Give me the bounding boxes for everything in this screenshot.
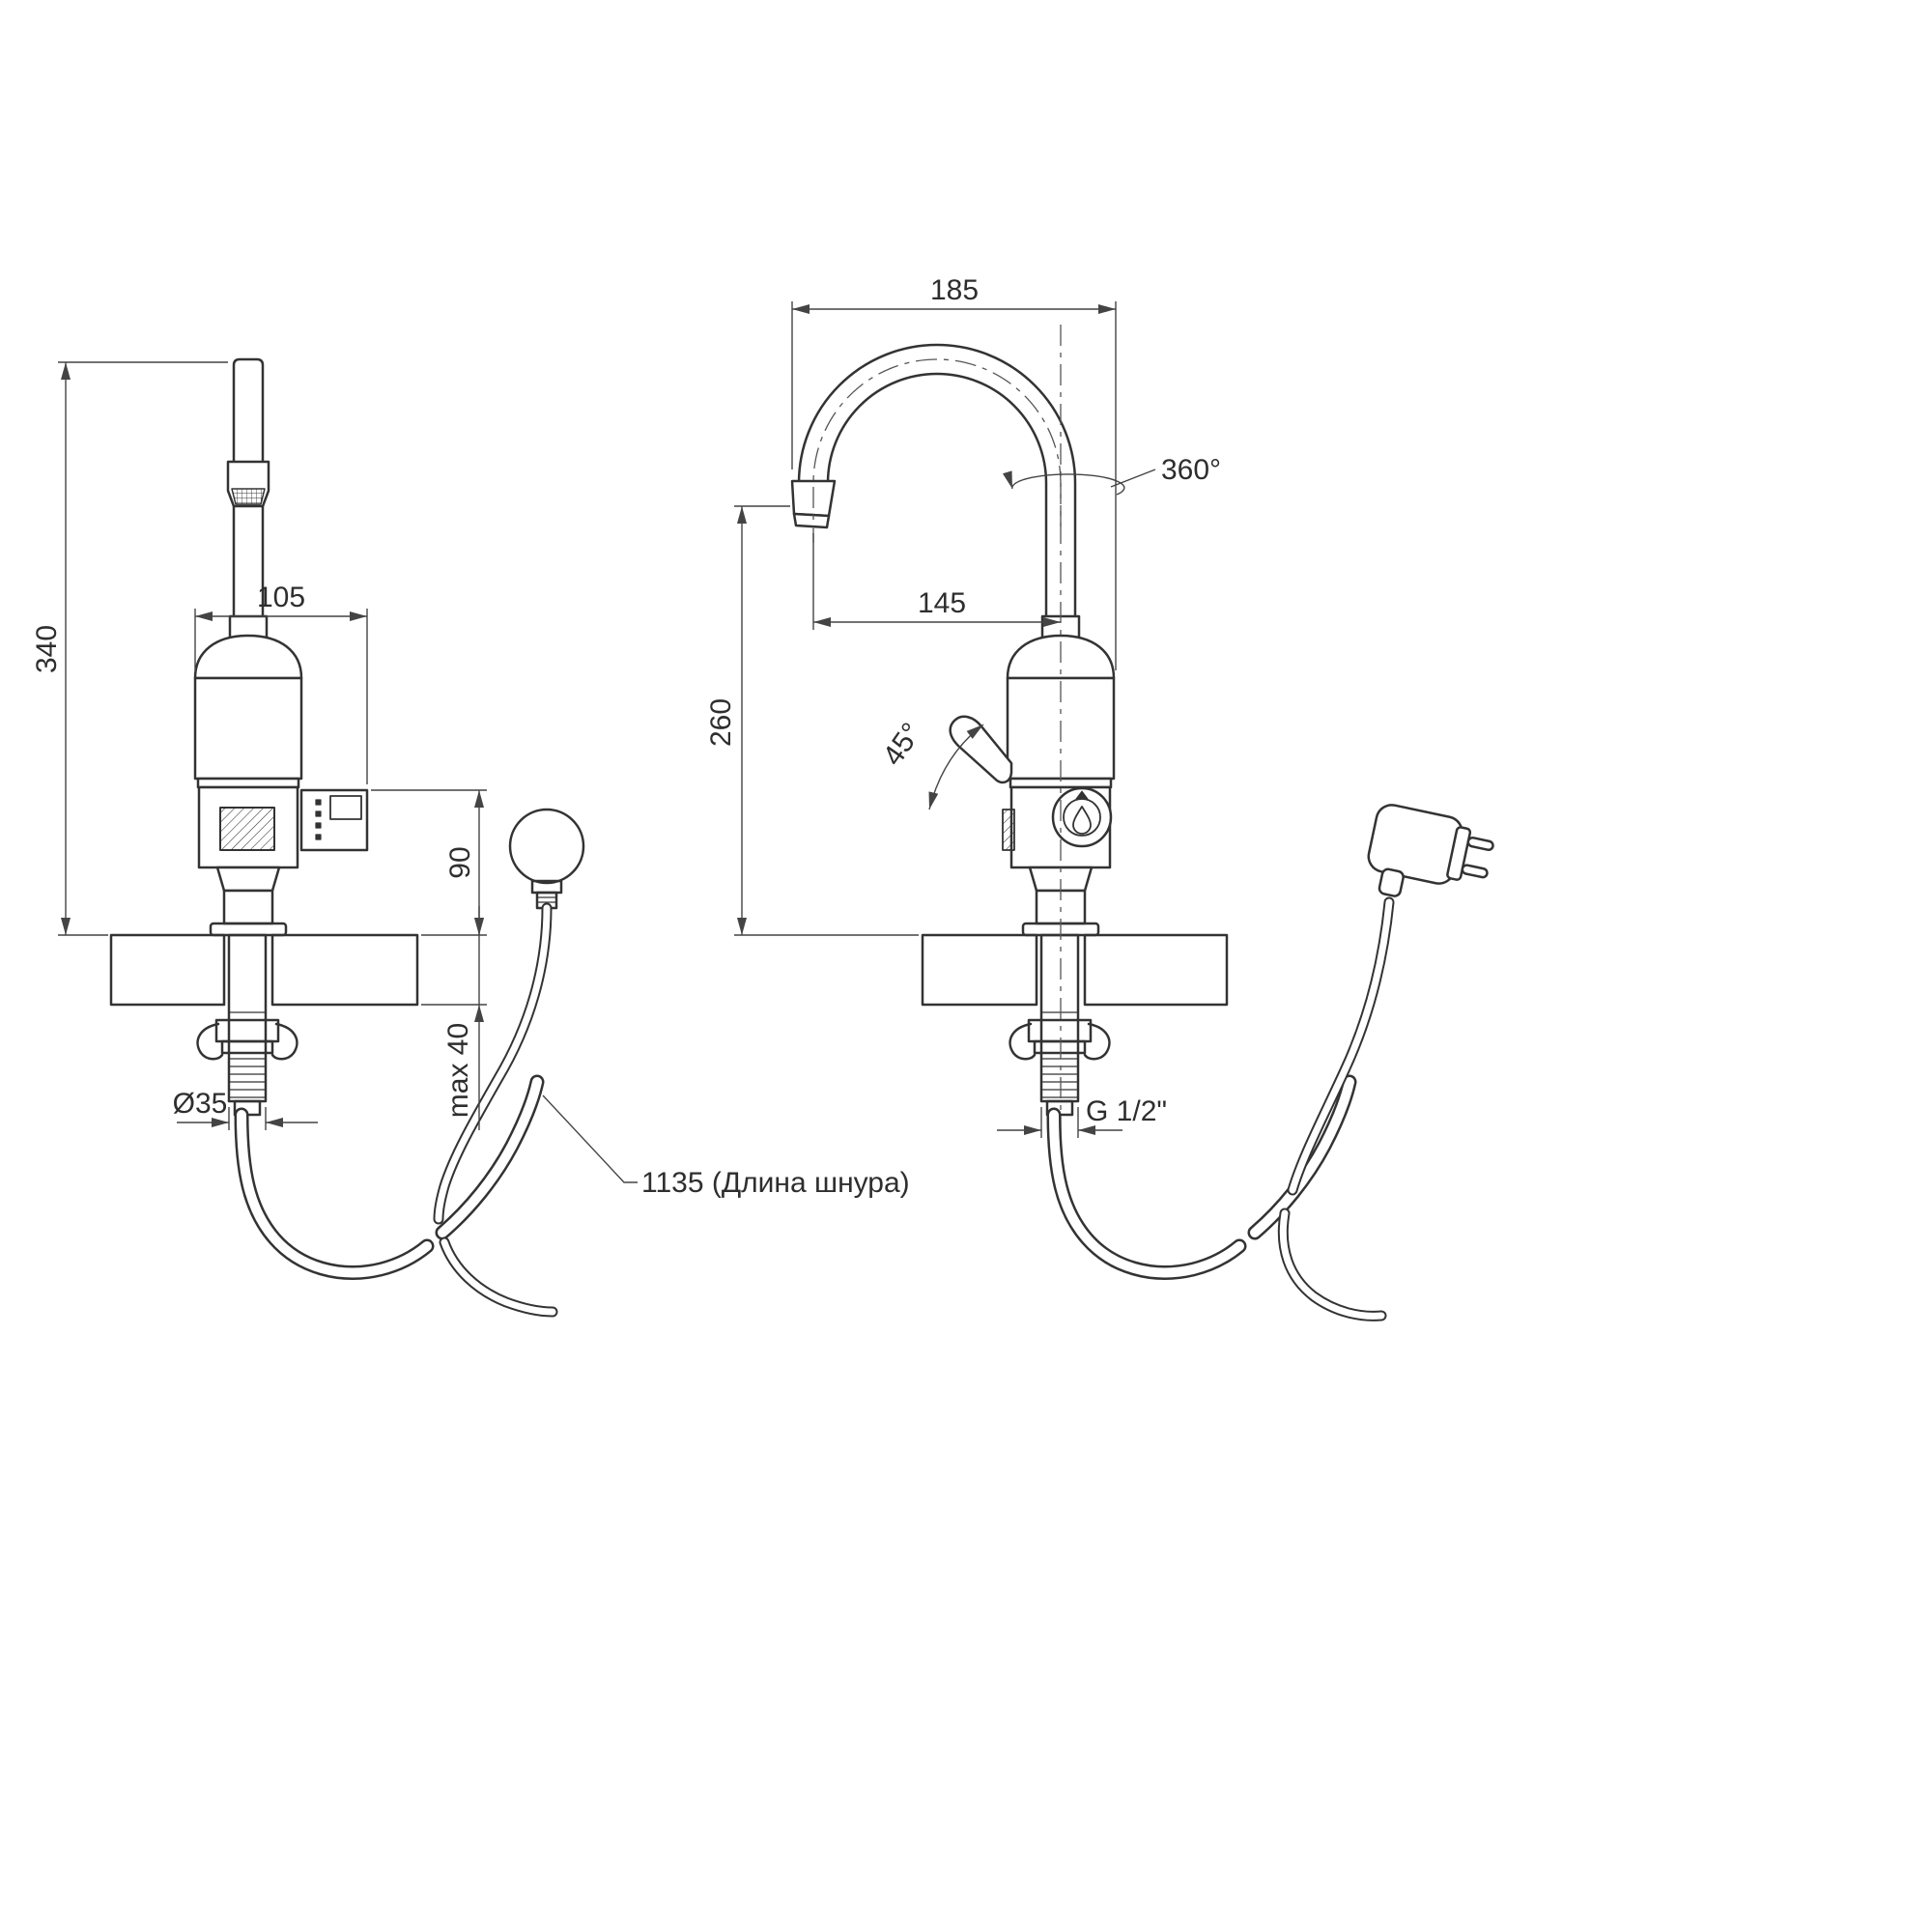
dim-label-360: 360° bbox=[1161, 454, 1221, 486]
dim-side-145: 145 bbox=[812, 533, 1061, 630]
label-cord-length: 1135 (Длина шнура) bbox=[641, 1167, 910, 1199]
dim-side-185: 185 bbox=[791, 274, 1117, 670]
front-thread-lines bbox=[229, 1011, 266, 1098]
dim-label-thread: G 1/2" bbox=[1086, 1095, 1167, 1127]
plug-pin-top bbox=[1466, 836, 1494, 852]
front-display-window bbox=[219, 807, 275, 851]
dim-label-145: 145 bbox=[918, 587, 966, 619]
front-wing-left bbox=[196, 1022, 224, 1061]
dim-side-260: 260 bbox=[705, 505, 919, 936]
plug-cable-boot bbox=[1378, 867, 1405, 897]
dim-label-105: 105 bbox=[257, 582, 305, 613]
side-wing-left bbox=[1009, 1022, 1037, 1061]
dim-front-max40: max 40 bbox=[421, 906, 487, 1130]
dim-label-45: 45° bbox=[877, 718, 928, 772]
dim-side-thread: G 1/2" bbox=[997, 1095, 1167, 1138]
front-aerator-mesh bbox=[231, 488, 266, 505]
front-countertop bbox=[109, 933, 419, 1007]
side-thread-lines bbox=[1041, 1011, 1078, 1098]
dim-label-340: 340 bbox=[31, 625, 63, 673]
dim-front-105: 105 bbox=[194, 582, 368, 784]
side-countertop bbox=[921, 933, 1229, 1007]
side-view: 185 145 260 360° 45° bbox=[705, 274, 1494, 1321]
dim-front-90: 90 bbox=[371, 789, 487, 936]
dim-front-340: 340 bbox=[31, 361, 228, 936]
dim-label-185: 185 bbox=[930, 274, 979, 306]
dim-label-dia35: Ø35 bbox=[173, 1088, 228, 1120]
dim-label-90: 90 bbox=[444, 846, 476, 878]
front-body bbox=[193, 634, 369, 925]
dim-label-260: 260 bbox=[705, 698, 737, 747]
dim-front-dia35: Ø35 bbox=[173, 1088, 318, 1130]
side-wing-right bbox=[1083, 1022, 1111, 1061]
dim-side-360: 360° bbox=[1003, 454, 1221, 496]
side-mounting-nut bbox=[1027, 1018, 1093, 1043]
side-body bbox=[949, 634, 1116, 925]
leader-cord-length: 1135 (Длина шнура) bbox=[542, 1094, 910, 1199]
side-hose bbox=[1046, 1074, 1357, 1280]
front-switch-box bbox=[299, 788, 369, 852]
side-spout-centerline bbox=[812, 358, 1062, 543]
dim-label-max40: max 40 bbox=[442, 1023, 474, 1118]
side-dial bbox=[1051, 786, 1113, 848]
side-display-edge bbox=[1002, 809, 1015, 851]
front-mounting-stem bbox=[196, 922, 298, 1117]
water-drop-icon bbox=[1072, 806, 1092, 835]
front-wing-right bbox=[270, 1022, 298, 1061]
front-mounting-nut bbox=[214, 1018, 280, 1043]
side-mounting-stem bbox=[1009, 922, 1111, 1117]
front-view: 340 105 90 max 40 bbox=[31, 357, 910, 1318]
plug-pin-bottom bbox=[1461, 864, 1489, 879]
front-power-plug bbox=[433, 808, 585, 1318]
front-hose bbox=[234, 1074, 545, 1280]
side-power-plug bbox=[1277, 804, 1494, 1321]
